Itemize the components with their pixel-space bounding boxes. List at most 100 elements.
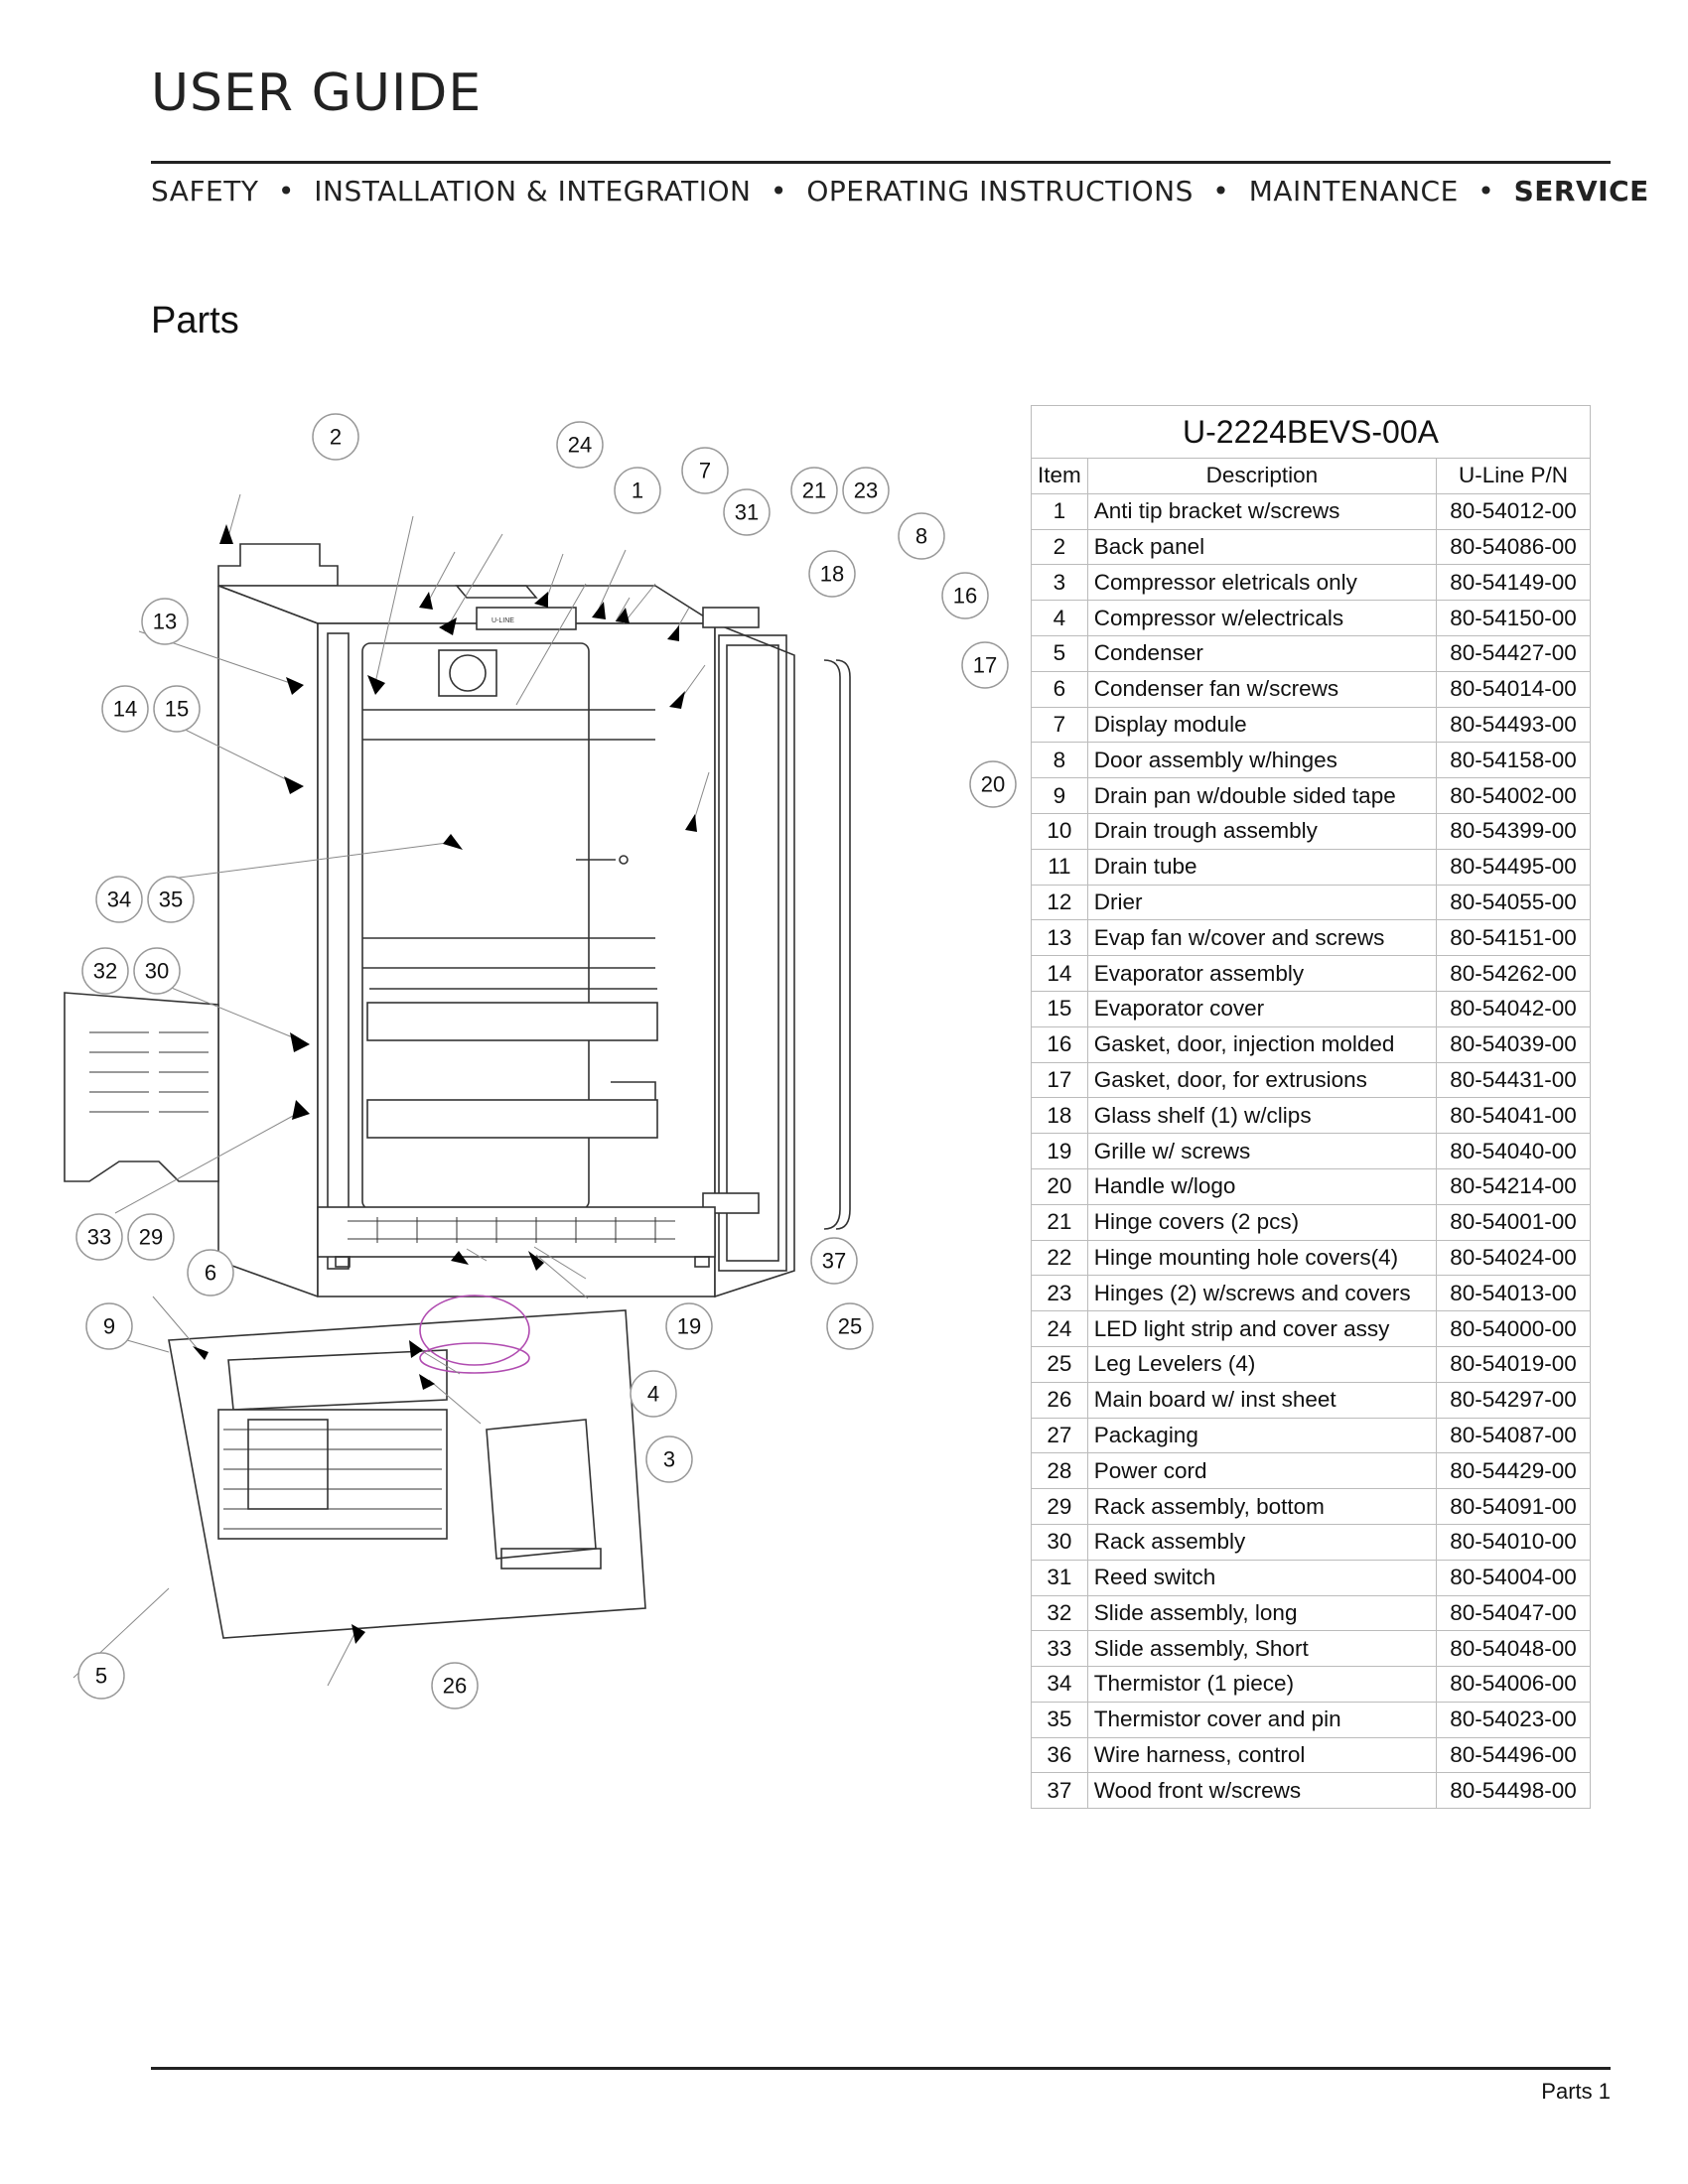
cell-description: Compressor w/electricals [1086, 600, 1438, 636]
cell-description: Hinge covers (2 pcs) [1086, 1203, 1438, 1241]
callout-arrow [409, 1340, 423, 1358]
cell-part-number: 80-54150-00 [1436, 600, 1591, 636]
cell-item: 4 [1031, 600, 1088, 636]
callout-3: 3 [645, 1435, 693, 1483]
cell-part-number: 80-54086-00 [1436, 528, 1591, 566]
cell-description: Main board w/ inst sheet [1086, 1381, 1438, 1419]
svg-text:24: 24 [568, 433, 592, 458]
guide-title: USER GUIDE [151, 64, 483, 123]
svg-text:20: 20 [981, 772, 1005, 797]
callout-arrow [534, 592, 548, 608]
svg-text:32: 32 [93, 959, 117, 984]
nav-separator: • [277, 175, 295, 207]
callout-9: 9 [85, 1302, 133, 1350]
cell-item: 1 [1031, 492, 1088, 530]
cell-item: 20 [1031, 1167, 1088, 1205]
cell-description: Drain pan w/double sided tape [1086, 777, 1438, 814]
cell-description: Gasket, door, injection molded [1086, 1025, 1438, 1063]
cell-part-number: 80-54014-00 [1436, 670, 1591, 708]
cell-part-number: 80-54427-00 [1436, 634, 1591, 672]
callout-arrow [219, 524, 233, 544]
callout-4: 4 [630, 1370, 677, 1418]
callout-arrow [193, 1346, 209, 1360]
nav-item-service[interactable]: SERVICE [1513, 175, 1649, 207]
callout-arrow [592, 602, 606, 619]
callout-26: 26 [431, 1662, 479, 1709]
callout-arrow [667, 625, 679, 641]
cell-part-number: 80-54496-00 [1436, 1736, 1591, 1774]
cell-item: 18 [1031, 1097, 1088, 1135]
cell-part-number: 80-54297-00 [1436, 1381, 1591, 1419]
cell-item: 34 [1031, 1666, 1088, 1703]
callout-21: 21 [790, 467, 838, 514]
cell-part-number: 80-54006-00 [1436, 1666, 1591, 1703]
cell-item: 11 [1031, 848, 1088, 886]
cell-description: Evap fan w/cover and screws [1086, 919, 1438, 957]
cell-item: 17 [1031, 1061, 1088, 1099]
cell-description: Back panel [1086, 528, 1438, 566]
callout-arrow [439, 617, 457, 635]
callout-arrow [528, 1251, 544, 1271]
svg-text:6: 6 [205, 1261, 216, 1286]
callout-34: 34 [95, 876, 143, 923]
cell-item: 10 [1031, 812, 1088, 850]
nav-separator: • [1212, 175, 1230, 207]
cell-part-number: 80-54041-00 [1436, 1097, 1591, 1135]
callout-arrow [669, 691, 685, 709]
nav-item-maintenance[interactable]: MAINTENANCE [1248, 175, 1459, 207]
callout-arrow [292, 1100, 310, 1120]
nav-item-operating[interactable]: OPERATING INSTRUCTIONS [806, 175, 1194, 207]
callout-7: 7 [681, 447, 729, 494]
cell-item: 37 [1031, 1772, 1088, 1810]
nav-item-safety[interactable]: SAFETY [151, 175, 259, 207]
cell-description: Thermistor (1 piece) [1086, 1666, 1438, 1703]
svg-text:5: 5 [95, 1664, 107, 1689]
cell-description: Display module [1086, 706, 1438, 744]
cell-item: 3 [1031, 564, 1088, 602]
nav-item-installation[interactable]: INSTALLATION & INTEGRATION [314, 175, 752, 207]
cell-part-number: 80-54040-00 [1436, 1133, 1591, 1169]
cell-description: Handle w/logo [1086, 1167, 1438, 1205]
cell-item: 32 [1031, 1594, 1088, 1632]
cell-item: 2 [1031, 528, 1088, 566]
svg-text:9: 9 [103, 1314, 115, 1339]
cell-description: Rack assembly [1086, 1523, 1438, 1561]
cell-item: 30 [1031, 1523, 1088, 1561]
callout-20: 20 [969, 760, 1017, 808]
callout-arrow [419, 1374, 435, 1390]
cell-part-number: 80-54023-00 [1436, 1701, 1591, 1738]
callout-arrow [685, 814, 697, 832]
cell-part-number: 80-54013-00 [1436, 1275, 1591, 1312]
callout-arrow [286, 677, 304, 695]
cell-part-number: 80-54042-00 [1436, 990, 1591, 1027]
svg-text:16: 16 [953, 584, 977, 609]
svg-text:1: 1 [632, 478, 643, 503]
cell-description: Anti tip bracket w/screws [1086, 492, 1438, 530]
cell-description: Hinge mounting hole covers(4) [1086, 1239, 1438, 1277]
cell-description: Condenser [1086, 634, 1438, 672]
cell-description: LED light strip and cover assy [1086, 1310, 1438, 1347]
cell-part-number: 80-54002-00 [1436, 777, 1591, 814]
svg-text:8: 8 [915, 524, 927, 549]
cell-part-number: 80-54149-00 [1436, 564, 1591, 602]
cell-part-number: 80-54429-00 [1436, 1452, 1591, 1490]
cell-part-number: 80-54498-00 [1436, 1772, 1591, 1810]
callout-35: 35 [147, 876, 195, 923]
cell-part-number: 80-54048-00 [1436, 1630, 1591, 1668]
svg-text:30: 30 [145, 959, 169, 984]
